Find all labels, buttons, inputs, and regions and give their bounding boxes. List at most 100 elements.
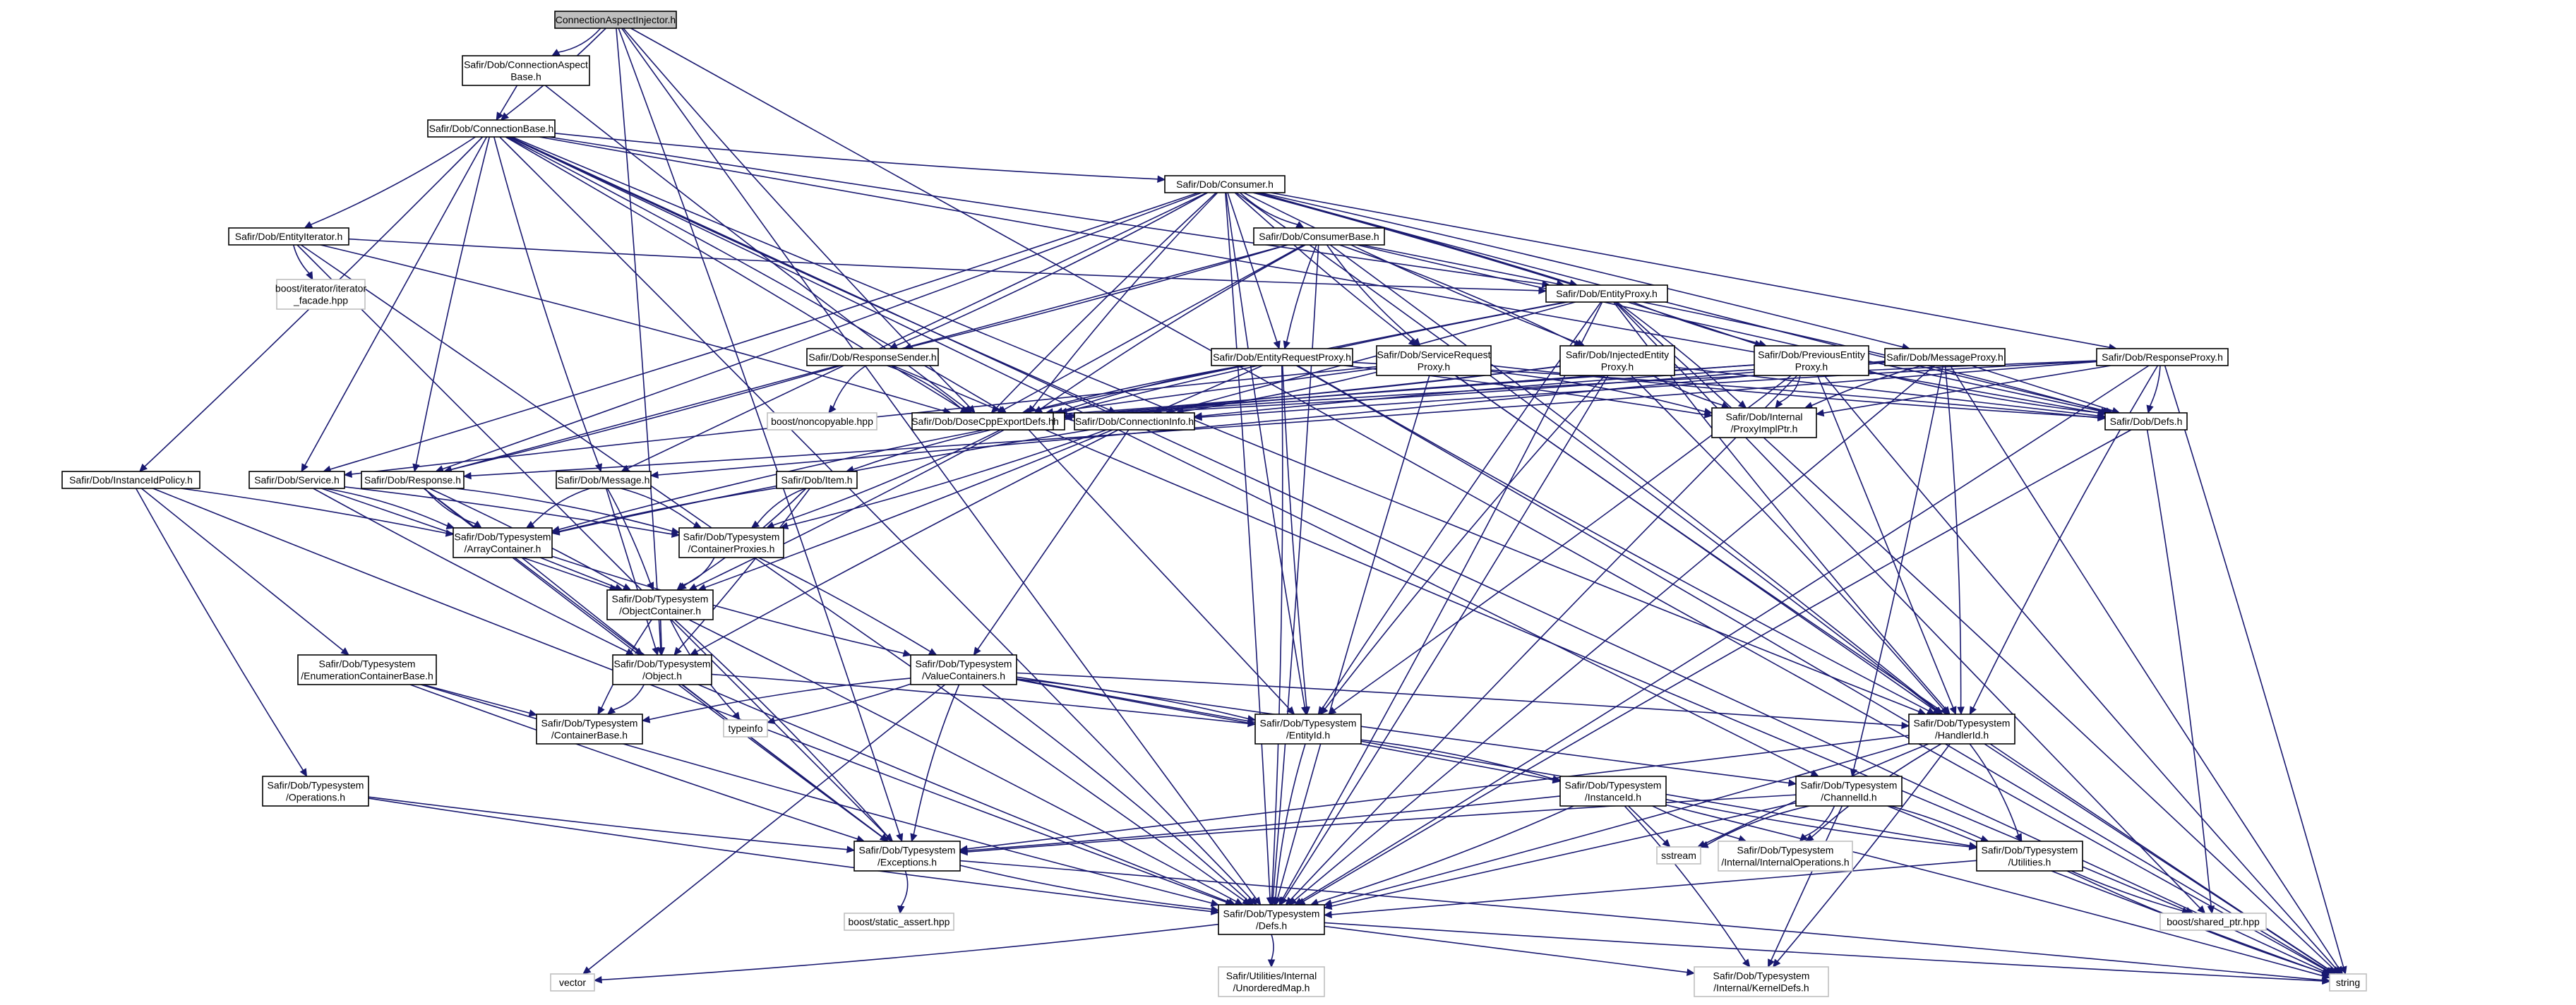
node-contproxies[interactable]: Safir/Dob/Typesystem/ContainerProxies.h	[678, 527, 784, 558]
node-respproxy[interactable]: Safir/Dob/ResponseProxy.h	[2096, 348, 2229, 366]
edge-consumer-to-respproxy	[1270, 192, 2110, 348]
node-dosecpp[interactable]: Safir/Dob/DoseCppExportDefs.h	[911, 412, 1054, 431]
node-proxyimpl[interactable]: Safir/Dob/Internal/ProxyImplPtr.h	[1711, 407, 1817, 438]
edge-entityiter-to-entityproxy	[348, 238, 1540, 291]
node-exceptions[interactable]: Safir/Dob/Typesystem/Exceptions.h	[853, 841, 961, 872]
node-instanceid[interactable]: Safir/Dob/Typesystem/InstanceId.h	[1559, 776, 1667, 807]
edge-tsdefs-to-unorderedmap	[1271, 934, 1274, 961]
arrowhead-injectedproxy-to-entityid	[1319, 706, 1329, 715]
edge-exceptions-to-tsdefs	[959, 865, 1212, 910]
edge-root-to-object	[616, 28, 661, 649]
edge-respsender-to-dosecpp	[887, 365, 963, 410]
node-label: /ValueContainers.h	[922, 670, 1005, 682]
node-label: /ObjectContainer.h	[619, 606, 701, 617]
node-sstream: sstream	[1656, 846, 1701, 865]
node-label: Safir/Dob/Typesystem	[1260, 718, 1357, 729]
node-label: sstream	[1661, 850, 1696, 861]
node-object[interactable]: Safir/Dob/Typesystem/Object.h	[612, 654, 712, 685]
node-entityreqproxy[interactable]: Safir/Dob/EntityRequestProxy.h	[1211, 348, 1353, 366]
node-entityiter[interactable]: Safir/Dob/EntityIterator.h	[228, 227, 349, 246]
node-objcont[interactable]: Safir/Dob/Typesystem/ObjectContainer.h	[606, 589, 714, 620]
edge-item-to-object	[678, 488, 810, 650]
node-label: Safir/Dob/Typesystem	[612, 594, 709, 605]
edge-consumer-to-servicereqproxy	[1234, 192, 1411, 342]
node-contbase[interactable]: Safir/Dob/Typesystem/ContainerBase.h	[536, 714, 643, 745]
edge-prevproxy-to-dobdefs	[1868, 370, 2099, 414]
node-label: Safir/Dob/Typesystem	[455, 531, 551, 543]
edge-item-to-arraycont	[558, 487, 777, 532]
edge-operations-to-tsdefs	[368, 798, 1212, 913]
edge-consumer-to-entity	[1032, 192, 1218, 408]
node-root[interactable]: ConnectionAspectInjector.h	[554, 11, 677, 29]
arrowhead-message-to-contproxies	[693, 521, 702, 529]
edge-object-to-tsdefs	[697, 684, 1229, 903]
node-dobdefs[interactable]: Safir/Dob/Defs.h	[2104, 412, 2188, 431]
arrowhead-utilities-to-string	[2321, 968, 2331, 976]
node-box	[248, 471, 345, 489]
node-instidpolicy[interactable]: Safir/Dob/InstanceIdPolicy.h	[61, 471, 200, 489]
node-box	[776, 471, 858, 489]
arrowhead-valuecont-to-vector	[582, 966, 592, 975]
edge-conninfo-to-object	[696, 429, 1119, 653]
node-enumcont[interactable]: Safir/Dob/Typesystem/EnumerationContaine…	[297, 654, 437, 685]
node-utilities[interactable]: Safir/Dob/Typesystem/Utilities.h	[1976, 841, 2083, 872]
edge-consumerbase-to-entity	[1040, 244, 1306, 410]
arrowhead-object-to-contbase	[606, 706, 616, 715]
node-box	[2096, 348, 2229, 366]
arrowhead-prevproxy-to-tsdefs	[1285, 896, 1294, 905]
edge-channelid-to-kerneldefs	[1771, 805, 1843, 961]
node-respsender[interactable]: Safir/Dob/ResponseSender.h	[806, 348, 939, 366]
edge-entityiter-to-exceptions	[296, 244, 888, 837]
edge-entityreqproxy-to-dosecpp	[1029, 365, 1243, 412]
edge-respproxy-to-string	[2164, 365, 2344, 968]
node-channelid[interactable]: Safir/Dob/Typesystem/ChannelId.h	[1795, 776, 1903, 807]
edge-enumcont-to-exceptions	[409, 684, 858, 840]
node-handlerid[interactable]: Safir/Dob/Typesystem/HandlerId.h	[1908, 714, 2015, 745]
node-arraycont[interactable]: Safir/Dob/Typesystem/ArrayContainer.h	[453, 527, 553, 558]
node-entityproxy[interactable]: Safir/Dob/EntityProxy.h	[1545, 284, 1668, 303]
edge-respproxy-to-tsdefs	[1300, 365, 2150, 902]
edge-connbase-to-entityiter	[310, 136, 476, 226]
edge-entityreqproxy-to-entity	[1062, 365, 1248, 412]
node-label: /UnorderedMap.h	[1233, 982, 1310, 994]
node-valuecont[interactable]: Safir/Dob/Typesystem/ValueContainers.h	[910, 654, 1017, 685]
node-consumerbase[interactable]: Safir/Dob/ConsumerBase.h	[1253, 227, 1385, 246]
node-label: Safir/Dob/EntityRequestProxy.h	[1213, 351, 1351, 363]
node-label: Safir/Dob/InstanceIdPolicy.h	[69, 474, 193, 486]
arrowhead-valuecont-to-typeinfo	[766, 716, 776, 725]
node-tsdefs[interactable]: Safir/Dob/Typesystem/Defs.h	[1218, 904, 1325, 935]
arrowhead-enumcont-to-contbase	[528, 709, 538, 717]
node-item[interactable]: Safir/Dob/Item.h	[776, 471, 858, 489]
node-conninfo[interactable]: Safir/Dob/ConnectionInfo.h	[1074, 412, 1195, 431]
arrowhead-exceptions-to-staticassert	[897, 905, 905, 915]
node-service[interactable]: Safir/Dob/Service.h	[248, 471, 345, 489]
node-label: string	[2336, 977, 2360, 988]
node-response[interactable]: Safir/Dob/Response.h	[361, 471, 465, 489]
node-msgproxy[interactable]: Safir/Dob/MessageProxy.h	[1884, 348, 2006, 366]
node-entityid[interactable]: Safir/Dob/Typesystem/EntityId.h	[1254, 714, 1362, 745]
node-message[interactable]: Safir/Dob/Message.h	[556, 471, 652, 489]
node-label: _facade.hpp	[293, 295, 348, 306]
node-consumer[interactable]: Safir/Dob/Consumer.h	[1164, 175, 1286, 193]
node-operations[interactable]: Safir/Dob/Typesystem/Operations.h	[262, 776, 369, 807]
arrowhead-utilities-to-tsdefs	[1323, 910, 1332, 919]
edge-consumer-to-response	[442, 192, 1202, 470]
arrowhead-valuecont-to-exceptions	[910, 833, 918, 843]
edge-servicereqproxy-to-dosecpp	[1052, 368, 1377, 413]
arrowhead-exceptions-to-tsdefs	[1210, 905, 1220, 913]
arrowhead-service-to-arraycont	[445, 522, 455, 529]
arrowhead-message-to-arraycont	[525, 520, 535, 529]
arrowhead-prevproxy-to-handlerid	[1949, 706, 1957, 716]
arrowhead-respproxy-to-handlerid	[1969, 706, 1977, 716]
node-connbase[interactable]: Safir/Dob/ConnectionBase.h	[427, 119, 556, 138]
node-box	[550, 973, 595, 992]
edge-instanceid-to-exceptions	[966, 795, 1561, 851]
node-box	[1074, 412, 1195, 431]
arrowhead-item-to-arraycont	[551, 527, 561, 536]
node-box	[1253, 227, 1385, 246]
arrowhead-entityiter-to-entityproxy	[1538, 287, 1547, 295]
